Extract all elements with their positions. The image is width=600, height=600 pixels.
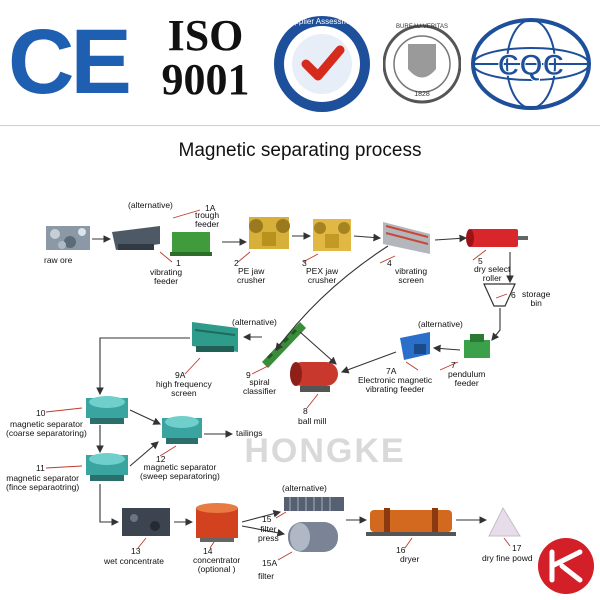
pe-jaw-crusher-image — [249, 217, 290, 249]
magnetic-separator-coarse-label: magnetic separator (coarse separatoring) — [6, 419, 87, 438]
pex-jaw-crusher-image — [313, 219, 351, 251]
step-number-15: 15 — [262, 514, 272, 524]
wet-concentrate-image — [122, 508, 170, 536]
iso-label: ISO — [167, 11, 244, 60]
pe-jaw-crusher-label: PE jaw crusher — [237, 266, 266, 285]
alternative-label-1: (alternative) — [128, 200, 173, 210]
hongke-watermark: HONGKE — [244, 432, 406, 470]
filter-image — [288, 522, 338, 552]
label-leaders — [45, 209, 511, 561]
diagram-title: Magnetic separating process — [178, 140, 422, 161]
high-frequency-screen-image — [192, 322, 238, 352]
alternative-label-4: (alternative) — [282, 483, 327, 493]
iso-number: 9001 — [161, 55, 250, 104]
dry-select-roller-label: dry select roller — [474, 264, 511, 283]
step-number-10: 10 — [36, 408, 46, 418]
magnetic-separator-12-image — [162, 416, 202, 444]
filter-press-image — [284, 497, 344, 511]
step-number-7: 7 — [451, 360, 456, 370]
trough-feeder-image — [170, 232, 212, 256]
spiral-classifier-label: spiral classifier — [243, 377, 277, 396]
step-number-1: 1 — [176, 258, 181, 268]
step-number-7a: 7A — [386, 366, 397, 376]
ce-mark: CE — [8, 11, 132, 113]
raw-ore-image — [46, 226, 90, 250]
ball-mill-label: ball mill — [298, 416, 327, 426]
vibrating-screen-label: vibrating screen — [395, 266, 428, 285]
ball-mill-image — [290, 362, 338, 392]
step-number-5: 5 — [478, 256, 483, 266]
checkmark-icon — [301, 45, 345, 81]
dryer-image — [366, 508, 456, 536]
step-number-11: 11 — [36, 463, 45, 473]
step-number-9a: 9A — [175, 370, 186, 380]
pendulum-feeder-label: pendulum feeder — [448, 369, 486, 388]
magnetic-separator-fine-label: magnetic separator (fince separaotring) — [6, 473, 80, 492]
step-number-12: 12 — [156, 454, 166, 464]
alternative-label-3: (alternative) — [418, 319, 463, 329]
bureau-veritas-text: BUREAU VERITAS — [396, 24, 448, 30]
storage-bin-label: storage bin — [522, 289, 551, 308]
vibrating-feeder-image — [112, 226, 160, 250]
bureau-veritas-seal: BUREAU VERITAS 1828 — [383, 24, 461, 104]
shield-icon — [408, 44, 436, 78]
raw-ore-label: raw ore — [44, 255, 73, 265]
cqc-text: CQC — [498, 49, 565, 82]
supplier-assessment-badge: Supplier Assessment — [274, 16, 370, 112]
step-number-9: 9 — [246, 370, 251, 380]
vibrating-screen-image — [383, 222, 430, 254]
flow-arrows — [92, 232, 514, 537]
logo-mark-icon — [549, 549, 583, 583]
electronic-vibrating-feeder-image — [400, 332, 430, 360]
wet-concentrate-label: wet concentrate — [104, 556, 165, 566]
supplier-assessment-text: Supplier Assessment — [285, 17, 360, 26]
step-number-6: 6 — [511, 290, 516, 300]
magnetic-separator-11-image — [86, 453, 128, 481]
iso-9001-mark: ISO 9001 — [153, 14, 258, 102]
dry-fine-powder-label: dry fine powd — [482, 553, 533, 563]
step-number-13: 13 — [131, 546, 141, 556]
high-frequency-screen-label: high frequency screen — [156, 379, 212, 398]
trough-feeder-label: trough feeder — [195, 210, 220, 229]
bureau-year-text: 1828 — [414, 91, 430, 98]
filter-press-label: filter press — [258, 524, 279, 543]
step-number-2: 2 — [234, 258, 239, 268]
electronic-feeder-label: Electronic magnetic vibrating feeder — [358, 375, 433, 394]
vibrating-feeder-label: vibrating feeder — [150, 267, 183, 286]
alternative-label-2: (alternative) — [232, 317, 277, 327]
concentrator-image — [196, 503, 238, 542]
step-number-17: 17 — [512, 543, 522, 553]
step-number-4: 4 — [387, 258, 392, 268]
magnetic-separator-sweep-label: magnetic separator (sweep separatoring) — [140, 462, 220, 481]
dry-select-roller-image — [466, 229, 528, 247]
cqc-logo: CQC — [471, 18, 591, 110]
dryer-label: dryer — [400, 554, 420, 564]
step-number-16: 16 — [396, 545, 406, 555]
step-number-14: 14 — [203, 546, 213, 556]
filter-label: filter — [258, 571, 275, 581]
pex-jaw-crusher-label: PEX jaw crusher — [306, 266, 339, 285]
step-number-3: 3 — [302, 258, 307, 268]
certification-bar: CE ISO 9001 Supplier Assessment BUREAU V… — [0, 0, 600, 126]
tailings-label: tailings — [236, 428, 263, 438]
concentrator-label: concentrator (optional ) — [193, 555, 241, 574]
pendulum-feeder-image — [464, 334, 490, 358]
step-number-8: 8 — [303, 406, 308, 416]
dry-fine-powder-image — [488, 506, 521, 537]
hongke-logo — [538, 538, 594, 594]
step-number-1a: 1A — [205, 203, 216, 213]
spiral-classifier-image — [262, 322, 306, 368]
step-number-15a: 15A — [262, 558, 278, 568]
storage-bin-image — [483, 283, 516, 307]
magnetic-separator-10-image — [86, 396, 128, 424]
